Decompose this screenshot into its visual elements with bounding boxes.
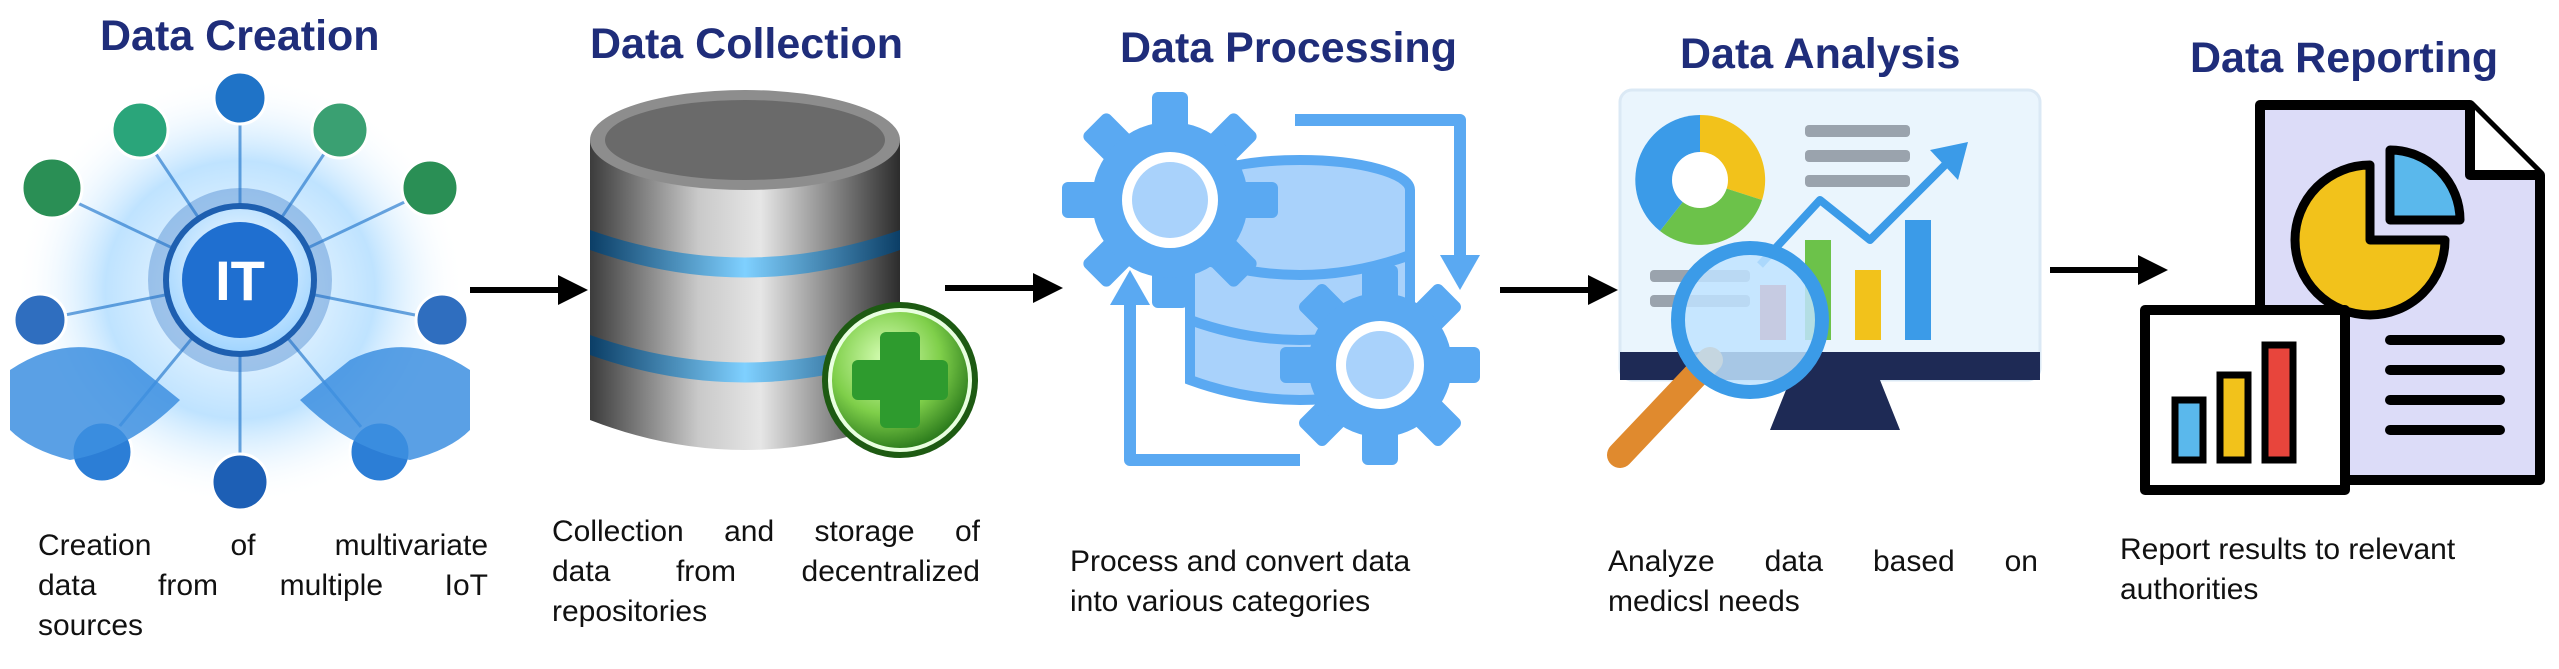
stage-title-processing: Data Processing: [1120, 24, 1457, 72]
stage-desc-collection: Collection and storage of data from dece…: [552, 512, 980, 632]
desc-line: data from multiple IoT: [38, 569, 488, 602]
desc-line: Report results to relevant: [2120, 533, 2456, 566]
flow-arrow-4: [2050, 255, 2168, 285]
desc-line: Process and convert data: [1070, 545, 1411, 578]
stage-title-reporting: Data Reporting: [2190, 34, 2499, 82]
hub-label: IT: [215, 249, 265, 312]
desc-line: medicsl needs: [1608, 585, 1800, 618]
iot-network-icon: IT: [10, 70, 470, 512]
desc-line: authorities: [2120, 573, 2259, 606]
desc-line: repositories: [552, 595, 708, 628]
desc-line: Analyze data based on: [1608, 545, 2038, 578]
desc-line: sources: [38, 609, 144, 642]
desc-line: data from decentralized: [552, 555, 980, 588]
stage-desc-analysis: Analyze data based on medicsl needs: [1608, 542, 2038, 622]
monitor-analytics-icon: [1607, 88, 2042, 468]
desc-line: Creation of multivariate: [38, 529, 488, 562]
stage-title-analysis: Data Analysis: [1680, 30, 1961, 78]
desc-line: into various categories: [1070, 585, 1371, 618]
stage-title-collection: Data Collection: [590, 20, 903, 68]
stage-title-creation: Data Creation: [100, 12, 380, 60]
database-plus-icon: [590, 90, 978, 458]
report-document-icon: [2140, 100, 2545, 495]
desc-line: Collection and storage of: [552, 515, 980, 548]
gears-database-icon: [1062, 92, 1480, 466]
stage-desc-reporting: Report results to relevant authorities: [2120, 530, 2550, 610]
flow-arrow-1: [470, 275, 588, 305]
flow-arrow-2: [945, 273, 1063, 303]
stage-desc-processing: Process and convert data into various ca…: [1070, 542, 1510, 622]
flow-arrow-3: [1500, 275, 1618, 305]
stage-desc-creation: Creation of multivariate data from multi…: [38, 526, 488, 646]
